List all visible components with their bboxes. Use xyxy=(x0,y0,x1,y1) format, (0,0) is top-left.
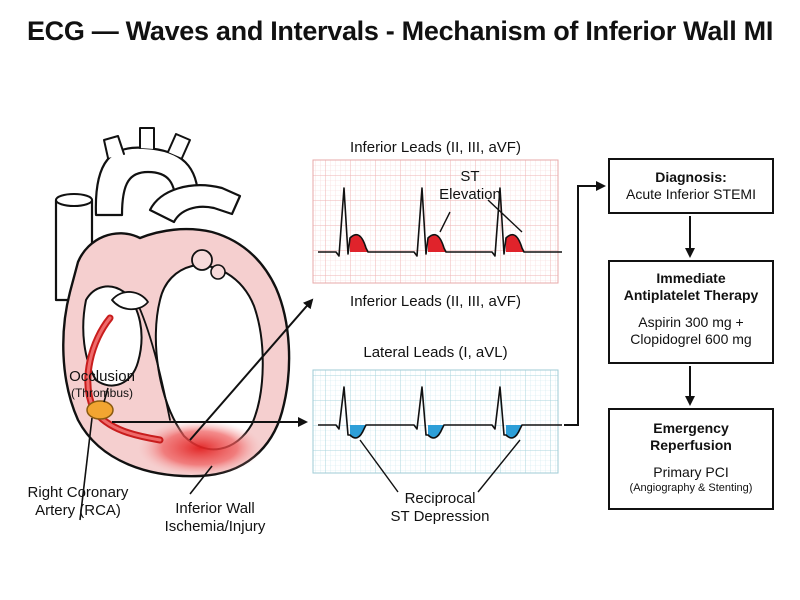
inferior-leads-title: Inferior Leads (II, III, aVF) xyxy=(350,139,521,156)
inferior-wall-label-line1: Inferior Wall xyxy=(175,500,255,517)
reciprocal-label-line2: ST Depression xyxy=(390,508,490,525)
therapy-text-line1: Aspirin 300 mg + xyxy=(638,314,744,330)
reperfusion-heading-line1: Emergency xyxy=(653,420,729,436)
rca-label-line2: Artery (RCA) xyxy=(35,502,121,519)
diagnosis-heading: Diagnosis: xyxy=(655,169,727,185)
st-depression-segment-2 xyxy=(428,425,444,438)
therapy-text-line2: Clopidogrel 600 mg xyxy=(630,331,752,347)
st-elevation-label-line2: Elevation xyxy=(439,186,501,203)
inferior-ecg-strip xyxy=(312,159,562,284)
reciprocal-pointers xyxy=(359,439,521,493)
pulmonary-trunk xyxy=(148,184,242,224)
st-elevation-segment-1 xyxy=(350,234,368,252)
occlusion-label: Occlusion xyxy=(69,368,135,385)
ischemia-zone xyxy=(138,420,262,476)
valve-ring xyxy=(111,291,149,311)
right-atrium-cavity xyxy=(82,285,143,387)
valve-1 xyxy=(191,249,213,271)
reperfusion-text: Primary PCI xyxy=(653,464,729,480)
aortic-branch-1 xyxy=(103,135,125,159)
st-elevation-segment-3 xyxy=(506,234,524,252)
thrombus-label: (Thrombus) xyxy=(70,386,133,400)
heart-illustration xyxy=(54,127,291,478)
lateral-leads-title: Lateral Leads (I, aVL) xyxy=(363,344,508,361)
therapy-heading-line1: Immediate xyxy=(656,270,726,286)
st-elevation-label-line1: ST xyxy=(460,168,480,185)
heart-label-leaders xyxy=(79,387,213,521)
connector-arrows xyxy=(112,181,695,441)
diagram-title: ECG — Waves and Intervals - Mechanism of… xyxy=(26,16,774,46)
valve-2 xyxy=(210,264,226,280)
antiplatelet-therapy-box: Immediate Antiplatelet Therapy Aspirin 3… xyxy=(608,260,774,364)
st-elevation-segment-2 xyxy=(428,234,446,252)
st-depression-segment-3 xyxy=(506,425,522,438)
st-elevation-pointers xyxy=(439,199,523,233)
aortic-branch-3 xyxy=(167,133,191,159)
inferior-leads-caption: Inferior Leads (II, III, aVF) xyxy=(350,293,521,310)
st-depression-segment-1 xyxy=(350,425,366,438)
diagnosis-box: Diagnosis: Acute Inferior STEMI xyxy=(608,158,774,214)
inferior-wall-label-line2: Ischemia/Injury xyxy=(164,518,266,535)
reperfusion-box: Emergency Reperfusion Primary PCI (Angio… xyxy=(608,408,774,510)
arrow-heart-to-inferior xyxy=(189,298,314,441)
reperfusion-subtext: (Angiography & Stenting) xyxy=(629,482,753,494)
therapy-heading-line2: Antiplatelet Therapy xyxy=(623,287,759,303)
thrombus xyxy=(86,400,114,420)
reperfusion-heading-line2: Reperfusion xyxy=(650,437,732,453)
septum-line xyxy=(135,299,171,421)
rca-label-line1: Right Coronary xyxy=(27,484,129,501)
reciprocal-label-line1: Reciprocal xyxy=(404,490,476,507)
diagnosis-text: Acute Inferior STEMI xyxy=(626,186,756,202)
lateral-ecg-strip xyxy=(312,369,562,474)
arrow-ecg-to-diagnosis xyxy=(564,181,606,426)
aortic-branch-2 xyxy=(139,127,155,150)
